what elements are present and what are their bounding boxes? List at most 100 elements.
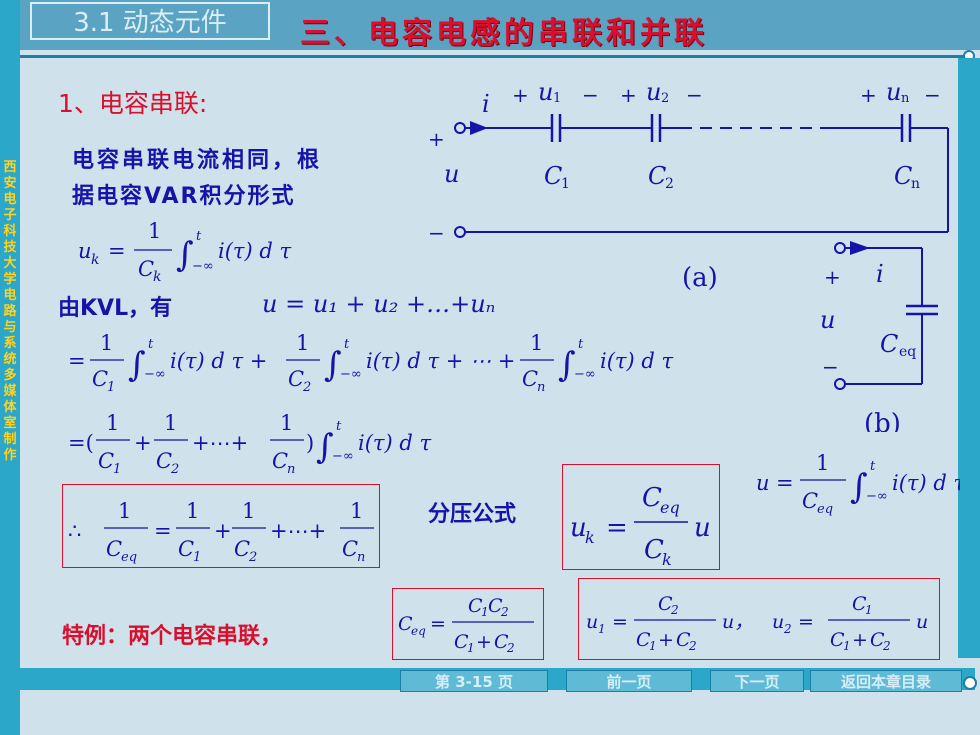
svg-text:1: 1 — [242, 499, 255, 523]
svg-text:i(τ) d τ +: i(τ) d τ + — [170, 349, 267, 373]
svg-text:n: n — [287, 462, 295, 477]
svg-text:2: 2 — [661, 91, 669, 106]
svg-text:C: C — [644, 535, 664, 565]
kvl-expanded-formula: = 1 C1 ∫ t −∞ i(τ) d τ + 1 C2 ∫ t −∞ i(τ… — [68, 331, 674, 395]
page-number-button[interactable]: 第 3-15 页 — [400, 670, 548, 692]
svg-text:C: C — [658, 593, 673, 615]
circuit-b-current: i — [876, 260, 884, 288]
svg-text:1: 1 — [553, 91, 561, 106]
svg-text:k: k — [662, 550, 672, 569]
svg-text:1: 1 — [843, 639, 851, 653]
ceq-integral-formula: u = 1 Ceq ∫ t −∞ i(τ) d τ — [756, 451, 960, 517]
svg-text:+: + — [134, 431, 152, 455]
svg-text:=: = — [154, 519, 172, 543]
svg-text:u: u — [538, 78, 553, 106]
svg-text:C: C — [830, 629, 845, 651]
svg-text:2: 2 — [688, 639, 697, 653]
factored-formula: =( 1 C1 + 1 C2 +⋯+ 1 Cn ) ∫ t −∞ i(τ) d … — [68, 411, 432, 477]
back-to-chapter-button[interactable]: 返回本章目录 — [810, 670, 962, 692]
svg-text:=: = — [606, 513, 628, 543]
c1-label: C — [544, 162, 562, 190]
svg-text:n: n — [357, 550, 365, 565]
svg-text:u: u — [772, 611, 784, 633]
svg-text:u: u — [886, 78, 901, 106]
svg-text:+: + — [824, 265, 841, 289]
svg-text:=: = — [776, 471, 794, 495]
svg-text:C: C — [156, 449, 172, 473]
svg-text:C: C — [288, 367, 304, 391]
svg-text:1: 1 — [561, 176, 570, 192]
svg-text:eq: eq — [817, 502, 833, 517]
svg-text:2: 2 — [882, 639, 891, 653]
left-sidebar — [0, 0, 20, 735]
svg-text:k: k — [585, 528, 595, 547]
svg-text:2: 2 — [665, 176, 674, 192]
series-capacitance-formula-box — [62, 484, 380, 568]
svg-text:+: + — [860, 83, 877, 107]
svg-text:C: C — [272, 449, 288, 473]
svg-text:C: C — [106, 537, 122, 561]
svg-text:−∞: −∞ — [144, 367, 166, 382]
two-capacitor-ceq-box — [392, 588, 544, 660]
svg-text:u，: u， — [722, 611, 753, 633]
svg-text:−∞: −∞ — [574, 367, 596, 382]
header-bar — [20, 0, 980, 50]
svg-text:1: 1 — [598, 622, 606, 636]
svg-text:C: C — [642, 483, 662, 513]
svg-text:1: 1 — [481, 605, 489, 619]
svg-text:+: + — [512, 83, 529, 107]
svg-text:−∞: −∞ — [192, 259, 214, 274]
svg-text:i(τ) d τ: i(τ) d τ — [600, 349, 674, 373]
svg-text:t: t — [578, 337, 584, 352]
svg-text:i(τ) d τ: i(τ) d τ — [218, 239, 292, 263]
svg-text:k: k — [91, 252, 99, 268]
svg-text:C: C — [522, 367, 538, 391]
svg-text:k: k — [153, 269, 161, 285]
circuit-b-voltage: u — [820, 306, 835, 334]
svg-text:eq: eq — [411, 624, 426, 638]
svg-text:=: = — [798, 611, 814, 633]
svg-text:∫: ∫ — [558, 345, 576, 385]
svg-text:C: C — [234, 537, 250, 561]
series-capacitance-formula: ∴ 1 Ceq = 1 C1 + 1 C2 +⋯+ 1 Cn — [68, 499, 374, 565]
svg-text:i(τ) d τ: i(τ) d τ — [892, 471, 960, 495]
section-label: 3.1 动态元件 — [30, 2, 270, 40]
svg-text:2: 2 — [670, 603, 679, 617]
svg-text:1: 1 — [148, 219, 161, 243]
svg-text:∫: ∫ — [128, 345, 146, 385]
svg-text:u: u — [570, 513, 587, 543]
svg-text:2: 2 — [170, 462, 179, 477]
svg-text:u: u — [78, 239, 92, 263]
svg-text:1: 1 — [816, 451, 829, 475]
prev-page-button[interactable]: 前一页 — [566, 670, 692, 692]
description-line-2: 据电容VAR积分形式 — [72, 184, 296, 209]
svg-text:∫: ∫ — [316, 427, 334, 467]
svg-text:t: t — [336, 419, 342, 434]
svg-text:1: 1 — [193, 550, 201, 565]
svg-text:+: + — [852, 629, 868, 651]
svg-text:u: u — [646, 78, 661, 106]
divider-formula-label: 分压公式 — [428, 502, 517, 527]
svg-text:u: u — [916, 611, 928, 633]
svg-text:t: t — [148, 337, 154, 352]
svg-text:n: n — [537, 380, 545, 395]
svg-text:∴: ∴ — [68, 519, 81, 543]
svg-text:∫: ∫ — [324, 345, 342, 385]
svg-text:i(τ) d τ + ⋯ +: i(τ) d τ + ⋯ + — [366, 349, 515, 373]
svg-text:=: = — [68, 349, 86, 373]
svg-text:n: n — [911, 176, 920, 192]
svg-text:C: C — [802, 489, 818, 513]
svg-text:−∞: −∞ — [866, 489, 888, 504]
c2-label: C — [648, 162, 666, 190]
kvl-equation: u = u₁ + u₂ +…+uₙ — [262, 290, 496, 318]
next-page-button[interactable]: 下一页 — [710, 670, 804, 692]
svg-text:1: 1 — [865, 603, 873, 617]
svg-text:C: C — [468, 595, 483, 617]
svg-text:=(: =( — [68, 431, 94, 455]
svg-text:+: + — [214, 519, 232, 543]
svg-text:−: − — [822, 355, 839, 379]
svg-text:∫: ∫ — [176, 235, 194, 275]
svg-text:−: − — [924, 83, 941, 107]
circuit-b-label: (b) — [864, 409, 901, 432]
